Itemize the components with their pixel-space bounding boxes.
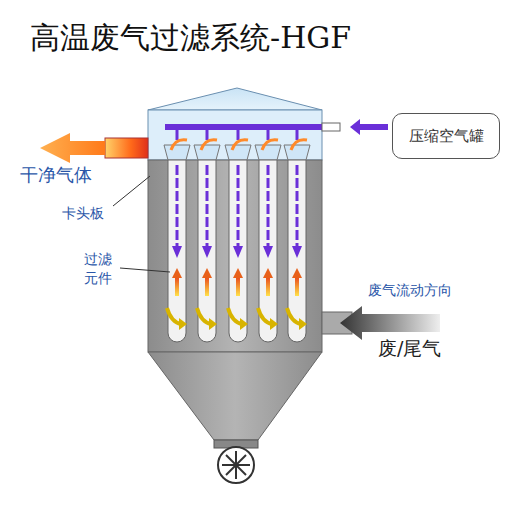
title: 高温废气过滤系统-HGF bbox=[30, 18, 351, 59]
filter-element-label: 过滤 元件 bbox=[84, 250, 115, 288]
exhaust-gas-label: 废/尾气 bbox=[378, 336, 441, 362]
flow-direction-label: 废气流动方向 bbox=[368, 282, 452, 300]
tube-sheet-label: 卡头板 bbox=[62, 205, 104, 223]
tank-box: 压缩空气罐 bbox=[392, 113, 500, 159]
tank-label: 压缩空气罐 bbox=[409, 127, 484, 146]
clean-gas-label: 干净气体 bbox=[20, 163, 92, 187]
